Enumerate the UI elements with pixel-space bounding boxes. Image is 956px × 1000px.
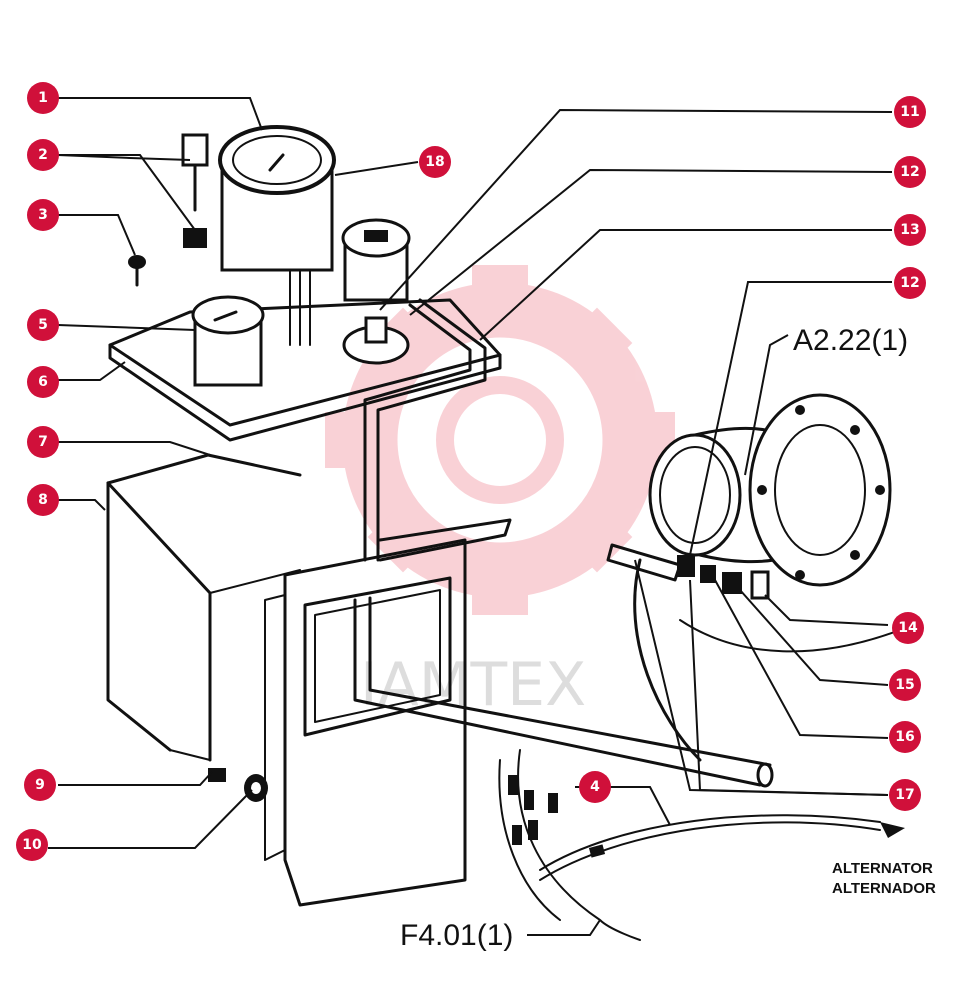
reference-label-a2-22: A2.22(1) (793, 324, 908, 357)
callout-17: 17 (889, 779, 921, 811)
callout-14-label: 14 (898, 620, 918, 636)
callout-12-lower-label: 12 (900, 275, 919, 291)
callout-4-label: 4 (590, 779, 600, 795)
callout-15-label: 15 (895, 677, 914, 693)
callout-18-label: 18 (425, 154, 444, 170)
callout-7: 7 (27, 426, 59, 458)
callout-12-upper: 12 (894, 156, 926, 188)
callout-6-label: 6 (38, 374, 48, 390)
callout-13: 13 (894, 214, 926, 246)
callout-5: 5 (27, 309, 59, 341)
callout-9: 9 (24, 769, 56, 801)
bracket-tube (363, 298, 487, 562)
exhaust-elbow (633, 393, 901, 762)
callout-17-label: 17 (895, 787, 914, 803)
callout-2: 2 (27, 139, 59, 171)
leader-lines (48, 97, 893, 936)
callout-4: 4 (579, 771, 611, 803)
battery-box (106, 453, 302, 762)
callout-3-label: 3 (38, 207, 48, 223)
reference-label-f4-01: F4.01(1) (400, 919, 513, 952)
fittings (606, 543, 770, 600)
callout-16-label: 16 (895, 729, 914, 745)
callout-13-label: 13 (900, 222, 919, 238)
callout-6: 6 (27, 366, 59, 398)
callout-16: 16 (889, 721, 921, 753)
callout-11-label: 11 (900, 104, 919, 120)
callout-9-label: 9 (35, 777, 45, 793)
lower-gauge (191, 295, 265, 387)
instrument-panel (108, 298, 502, 442)
large-gauge (218, 125, 336, 346)
callout-8: 8 (27, 484, 59, 516)
callout-15: 15 (889, 669, 921, 701)
alternator-label-en: ALTERNATOR (832, 860, 933, 877)
callout-1-label: 1 (38, 90, 48, 106)
callout-2-label: 2 (38, 147, 48, 163)
alternator-label-es: ALTERNADOR (832, 880, 936, 897)
callout-3: 3 (27, 199, 59, 231)
callout-11: 11 (894, 96, 926, 128)
wiring-harness (498, 749, 905, 941)
callout-10-label: 10 (22, 837, 42, 853)
callout-12-upper-label: 12 (900, 164, 919, 180)
callout-14: 14 (892, 612, 924, 644)
callout-5-label: 5 (38, 317, 48, 333)
callout-18: 18 (419, 146, 451, 178)
callout-1: 1 (27, 82, 59, 114)
rod (353, 596, 774, 788)
switch (342, 316, 410, 365)
callout-8-label: 8 (38, 492, 48, 508)
callout-12-lower: 12 (894, 267, 926, 299)
callout-7-label: 7 (38, 434, 48, 450)
callout-10: 10 (16, 829, 48, 861)
small-gauge (341, 218, 411, 302)
mounting-frame (264, 518, 512, 907)
